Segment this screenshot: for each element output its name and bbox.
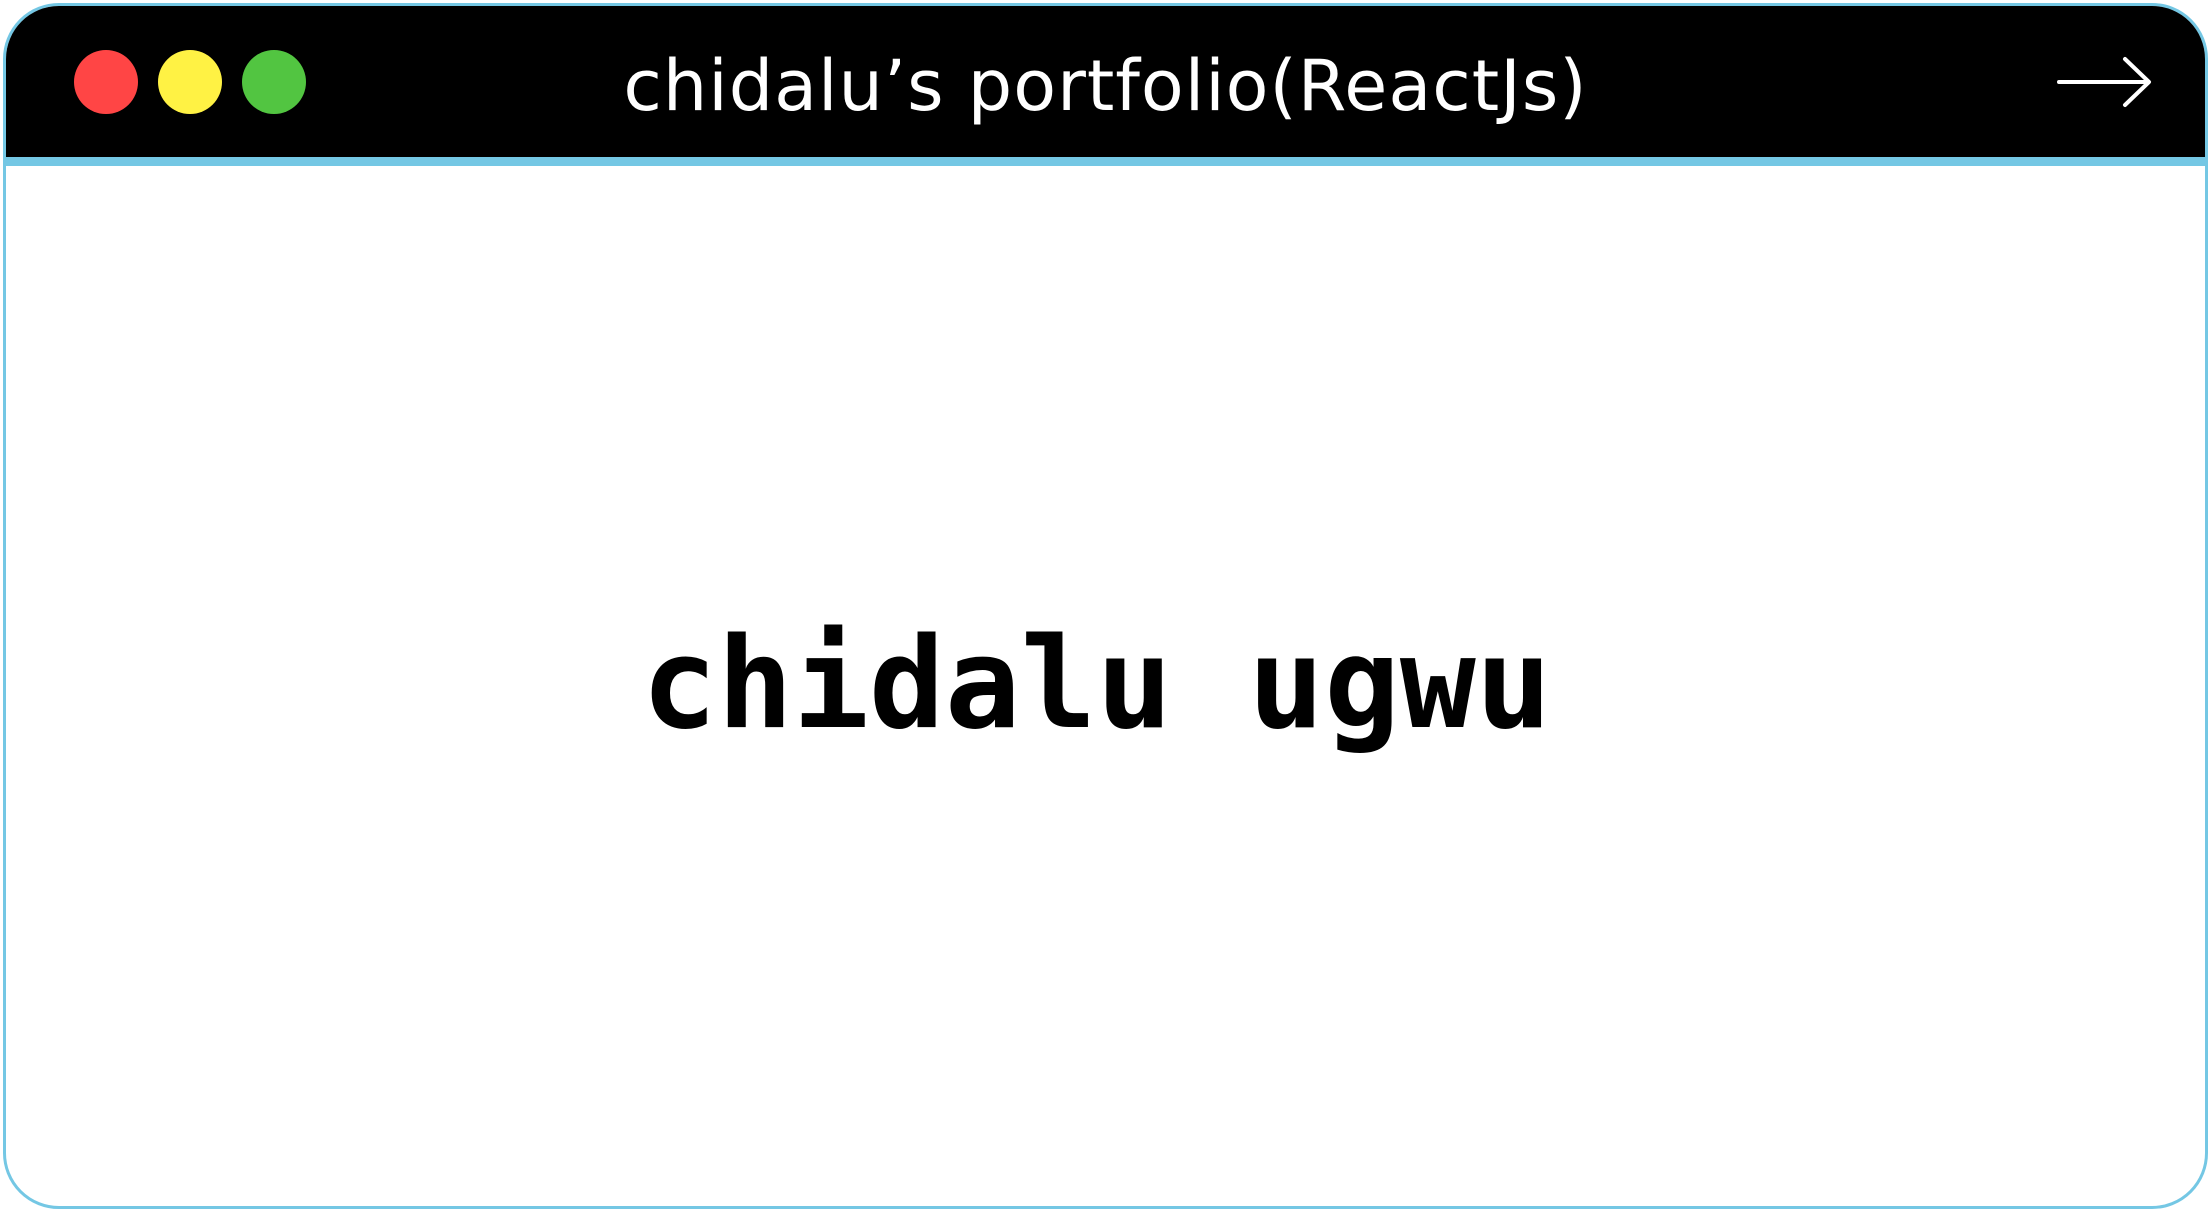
browser-window: chidalu’s portfolio(ReactJs) chidalu ugw…	[3, 3, 2208, 1209]
window-title: chidalu’s portfolio(ReactJs)	[623, 45, 1588, 127]
maximize-button[interactable]	[242, 50, 306, 114]
minimize-button[interactable]	[158, 50, 222, 114]
arrow-right-icon[interactable]	[2057, 56, 2153, 108]
page-heading: chidalu ugwu	[641, 609, 1552, 757]
title-bar: chidalu’s portfolio(ReactJs)	[6, 6, 2205, 166]
close-button[interactable]	[74, 50, 138, 114]
main-content: chidalu ugwu	[6, 166, 2205, 1206]
